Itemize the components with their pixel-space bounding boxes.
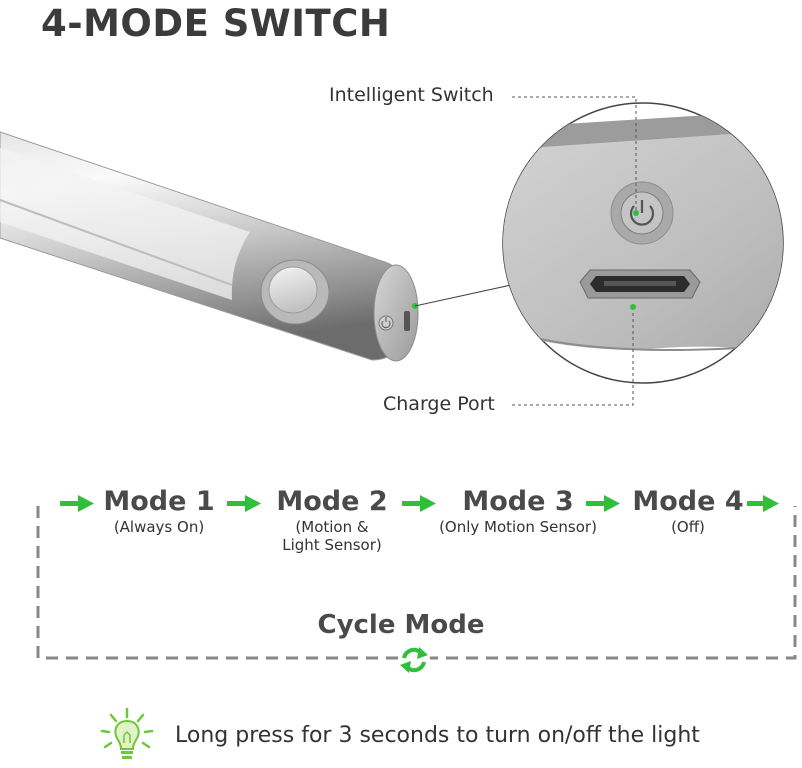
product-illustration xyxy=(0,96,784,406)
mode-3: Mode 3 (Only Motion Sensor) xyxy=(420,486,616,536)
refresh-icon xyxy=(398,644,430,676)
mode-description: (Motion &Light Sensor) xyxy=(282,518,382,554)
mode-flow: Mode 1 (Always On) Mode 2 (Motion &Light… xyxy=(0,470,802,700)
mode-title: Mode 3 xyxy=(462,486,574,517)
arrow-right-icon xyxy=(747,495,779,512)
page-title: 4-MODE SWITCH xyxy=(41,2,391,45)
callout-leaders xyxy=(512,96,637,406)
arrow-right-icon xyxy=(402,495,436,512)
mode-title: Mode 2 xyxy=(276,486,388,517)
light-bar xyxy=(0,131,419,362)
usb-port-icon xyxy=(579,269,701,299)
mode-description: (Always On) xyxy=(113,518,205,536)
long-press-tip: Long press for 3 seconds to turn on/off … xyxy=(97,705,797,765)
arrow-right-icon xyxy=(227,495,261,512)
power-icon xyxy=(610,181,674,245)
charge-port-label: Charge Port xyxy=(383,393,495,415)
mode-description: (Off) xyxy=(671,518,705,536)
lightbulb-icon xyxy=(100,707,154,759)
zoom-detail xyxy=(502,102,784,384)
mode-2: Mode 2 (Motion &Light Sensor) xyxy=(272,486,392,554)
tip-text: Long press for 3 seconds to turn on/off … xyxy=(175,723,700,748)
intelligent-switch-label: Intelligent Switch xyxy=(329,84,494,106)
arrow-right-icon xyxy=(60,495,94,512)
cycle-mode-label: Cycle Mode xyxy=(317,610,485,640)
mode-4: Mode 4 (Off) xyxy=(630,486,746,536)
mode-title: Mode 1 xyxy=(103,486,215,517)
mode-1: Mode 1 (Always On) xyxy=(100,486,218,536)
mode-title: Mode 4 xyxy=(632,486,744,517)
mode-description: (Only Motion Sensor) xyxy=(439,518,597,536)
arrow-right-icon xyxy=(586,495,620,512)
